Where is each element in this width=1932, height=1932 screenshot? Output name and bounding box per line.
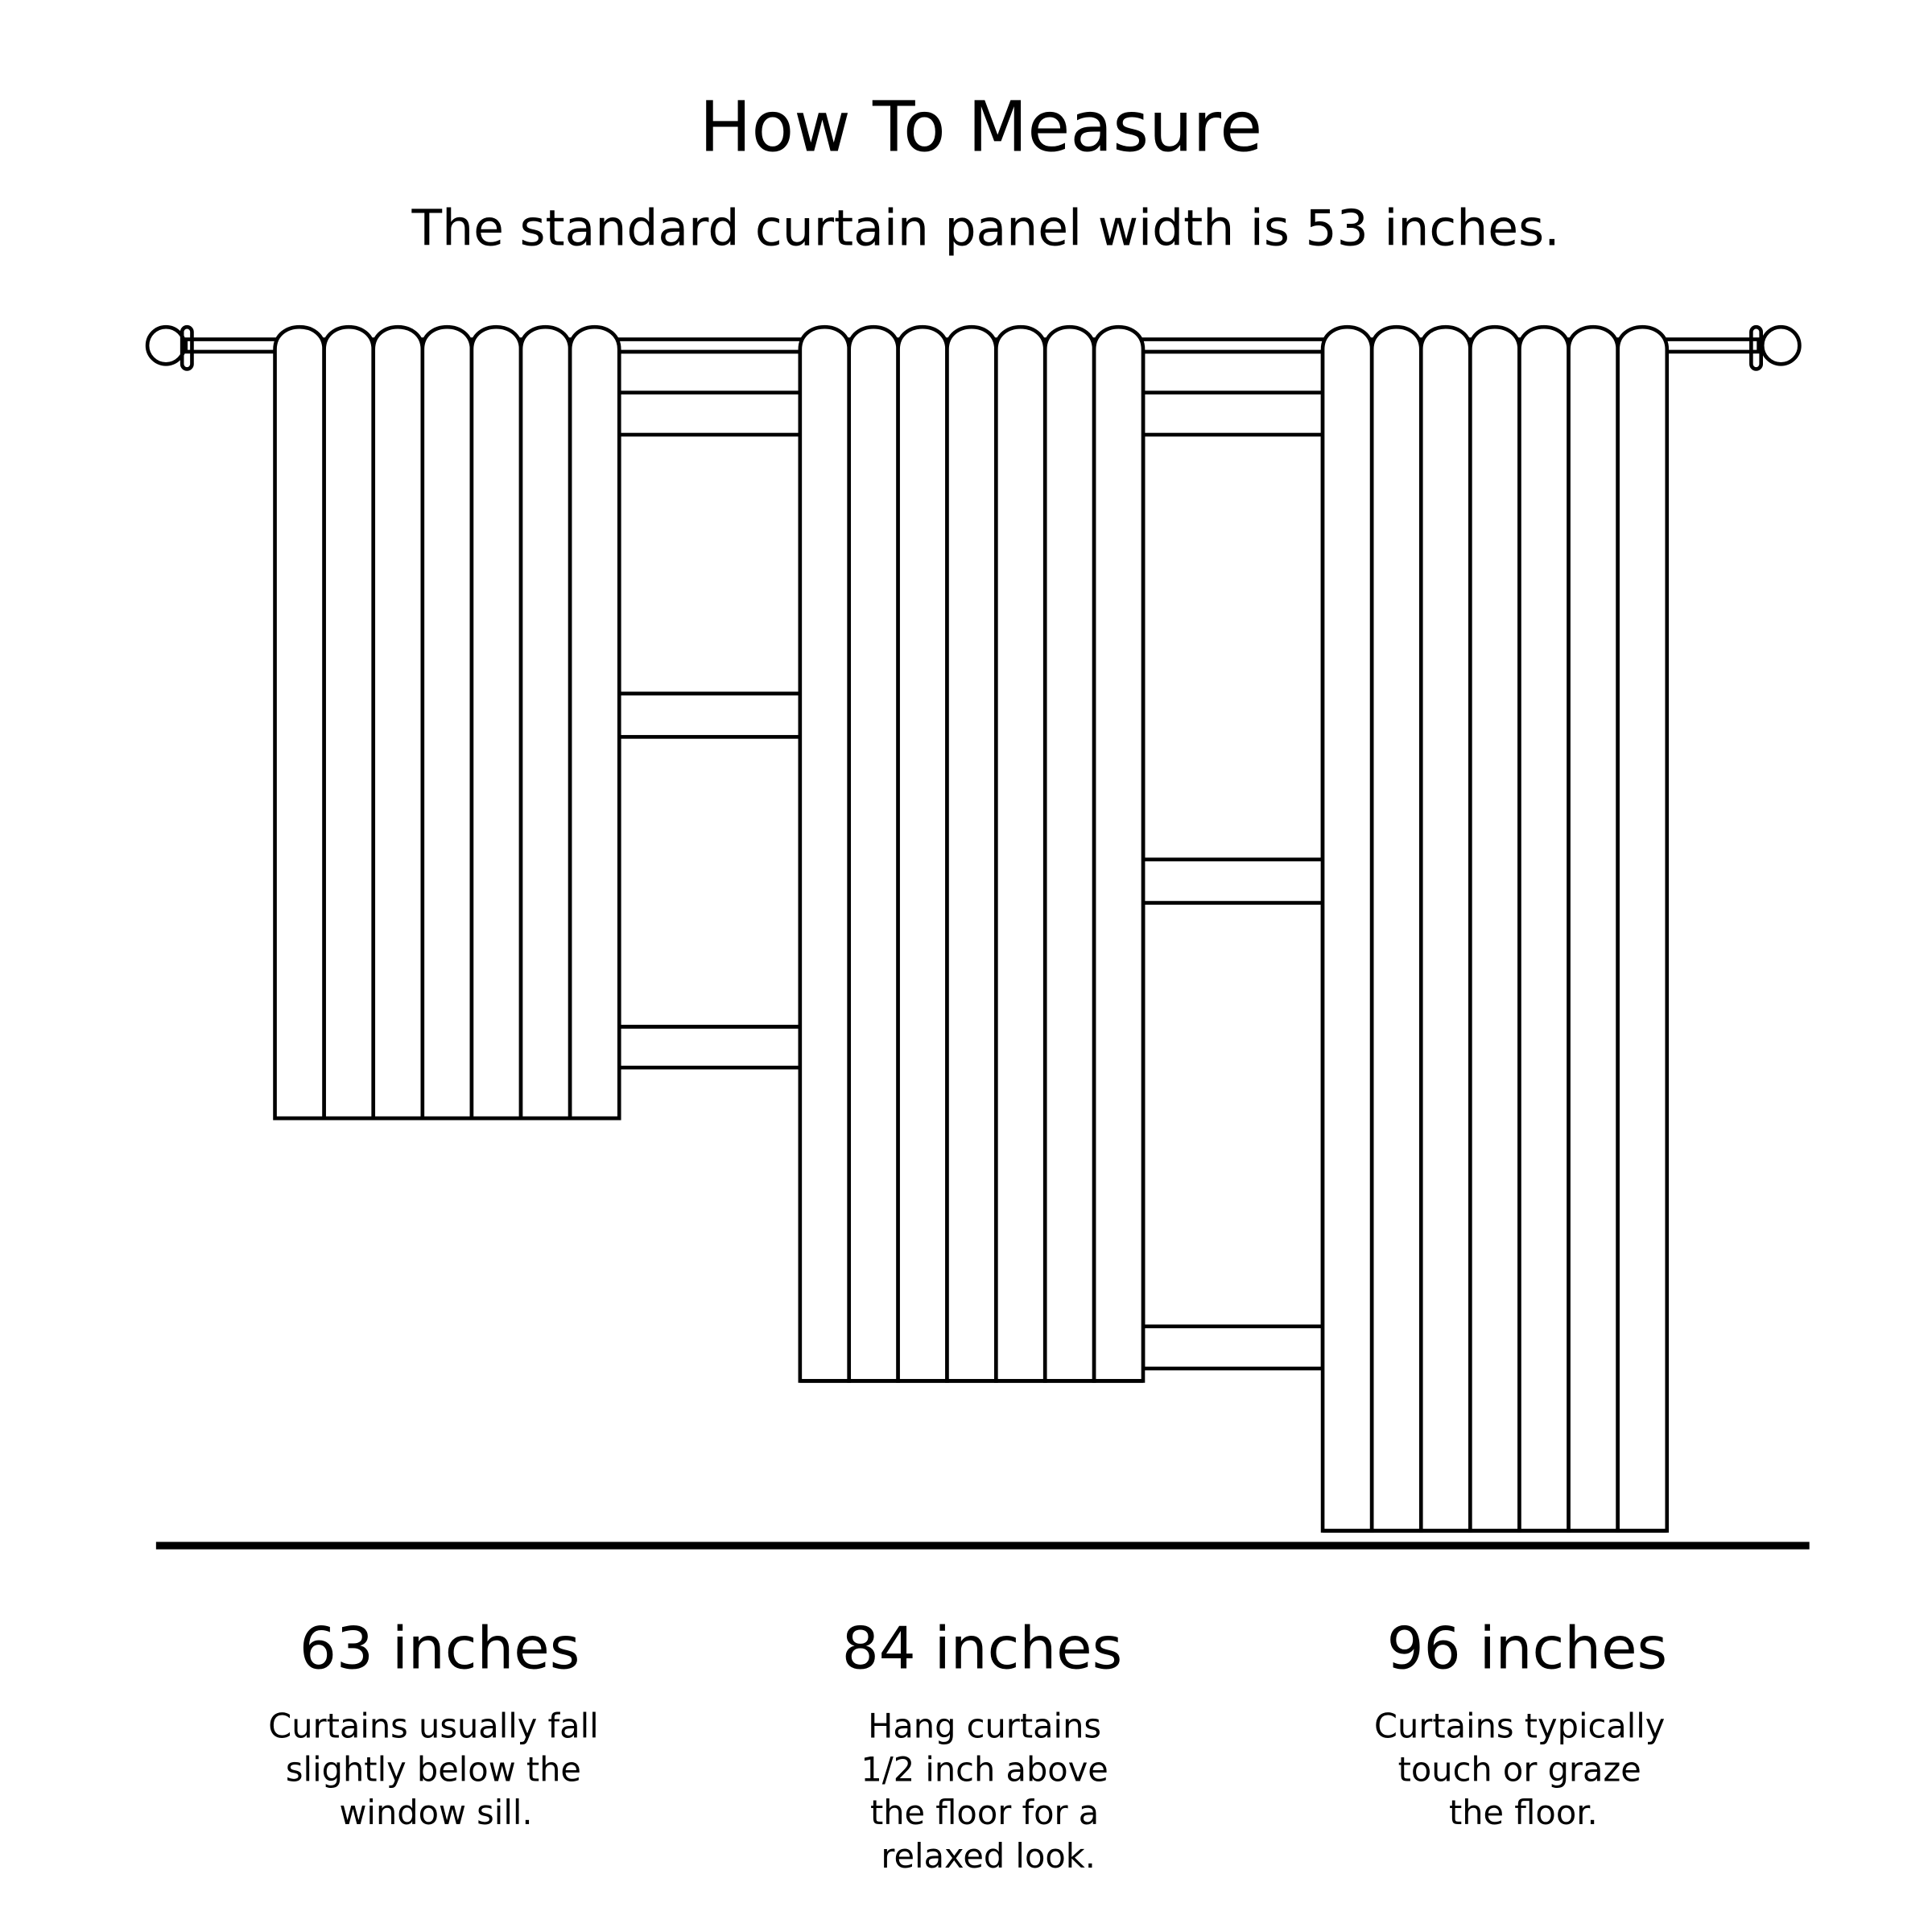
length-label: 84 inches: [842, 1615, 1123, 1682]
description-line: slightly below the: [286, 1749, 581, 1789]
description-line: relaxed look.: [881, 1836, 1096, 1876]
description-line: the floor.: [1449, 1793, 1598, 1832]
curtain-pleat: [371, 324, 425, 1121]
curtain-pleat: [1567, 324, 1620, 1533]
curtain-pleat: [994, 324, 1047, 1383]
curtains: [273, 324, 1670, 1533]
description-line: the floor for a: [870, 1793, 1099, 1832]
curtain-pleat: [1369, 324, 1423, 1533]
option-63: 63 inches Curtains usually fall slightly…: [268, 1615, 598, 1832]
curtain-pleat: [1320, 324, 1374, 1533]
curtain-pleat: [322, 324, 376, 1121]
curtain-pleat: [1418, 324, 1472, 1533]
rod-ring-left: [180, 324, 194, 371]
length-label: 96 inches: [1387, 1615, 1668, 1682]
description-line: window sill.: [339, 1793, 532, 1832]
curtain-pleat: [945, 324, 998, 1383]
curtain-pleat: [1616, 324, 1670, 1533]
curtain-pleat: [1092, 324, 1146, 1383]
page-subtitle: The standard curtain panel width is 53 i…: [411, 200, 1560, 258]
rod-finial-right: [1760, 324, 1802, 366]
rod-ring-right: [1749, 324, 1763, 371]
description-line: Hang curtains: [868, 1706, 1101, 1745]
curtain-pleat: [847, 324, 900, 1383]
window-right: [1141, 349, 1325, 1371]
curtain-pleat: [1517, 324, 1571, 1533]
curtain-pleat: [420, 324, 474, 1121]
curtain-84: [798, 324, 1146, 1383]
rod-finial-left: [145, 324, 187, 366]
length-label: 63 inches: [299, 1615, 580, 1682]
window-left: [617, 349, 803, 1070]
description-line: Curtains typically: [1374, 1706, 1665, 1745]
option-96: 96 inches Curtains typically touch or gr…: [1374, 1615, 1667, 1832]
window-pane: [617, 735, 803, 1029]
description-line: Curtains usually fall: [268, 1706, 598, 1745]
window-pane: [617, 432, 803, 696]
option-84: 84 inches Hang curtains 1/2 inch above t…: [842, 1615, 1123, 1876]
curtain-pleat: [518, 324, 572, 1121]
window-pane: [1141, 901, 1325, 1329]
description-line: touch or graze: [1398, 1749, 1641, 1789]
curtain-pleat: [1468, 324, 1521, 1533]
curtain-pleat: [568, 324, 621, 1121]
page-title: How To Measure: [700, 88, 1262, 168]
curtain-pleat: [896, 324, 949, 1383]
description-line: 1/2 inch above: [861, 1749, 1108, 1789]
curtain-pleat: [1042, 324, 1096, 1383]
curtain-pleat: [273, 324, 326, 1121]
window-pane: [1141, 432, 1325, 861]
curtain-63: [273, 324, 621, 1121]
curtain-pleat: [469, 324, 523, 1121]
curtain-96: [1320, 324, 1670, 1533]
curtain-pleat: [798, 324, 852, 1383]
